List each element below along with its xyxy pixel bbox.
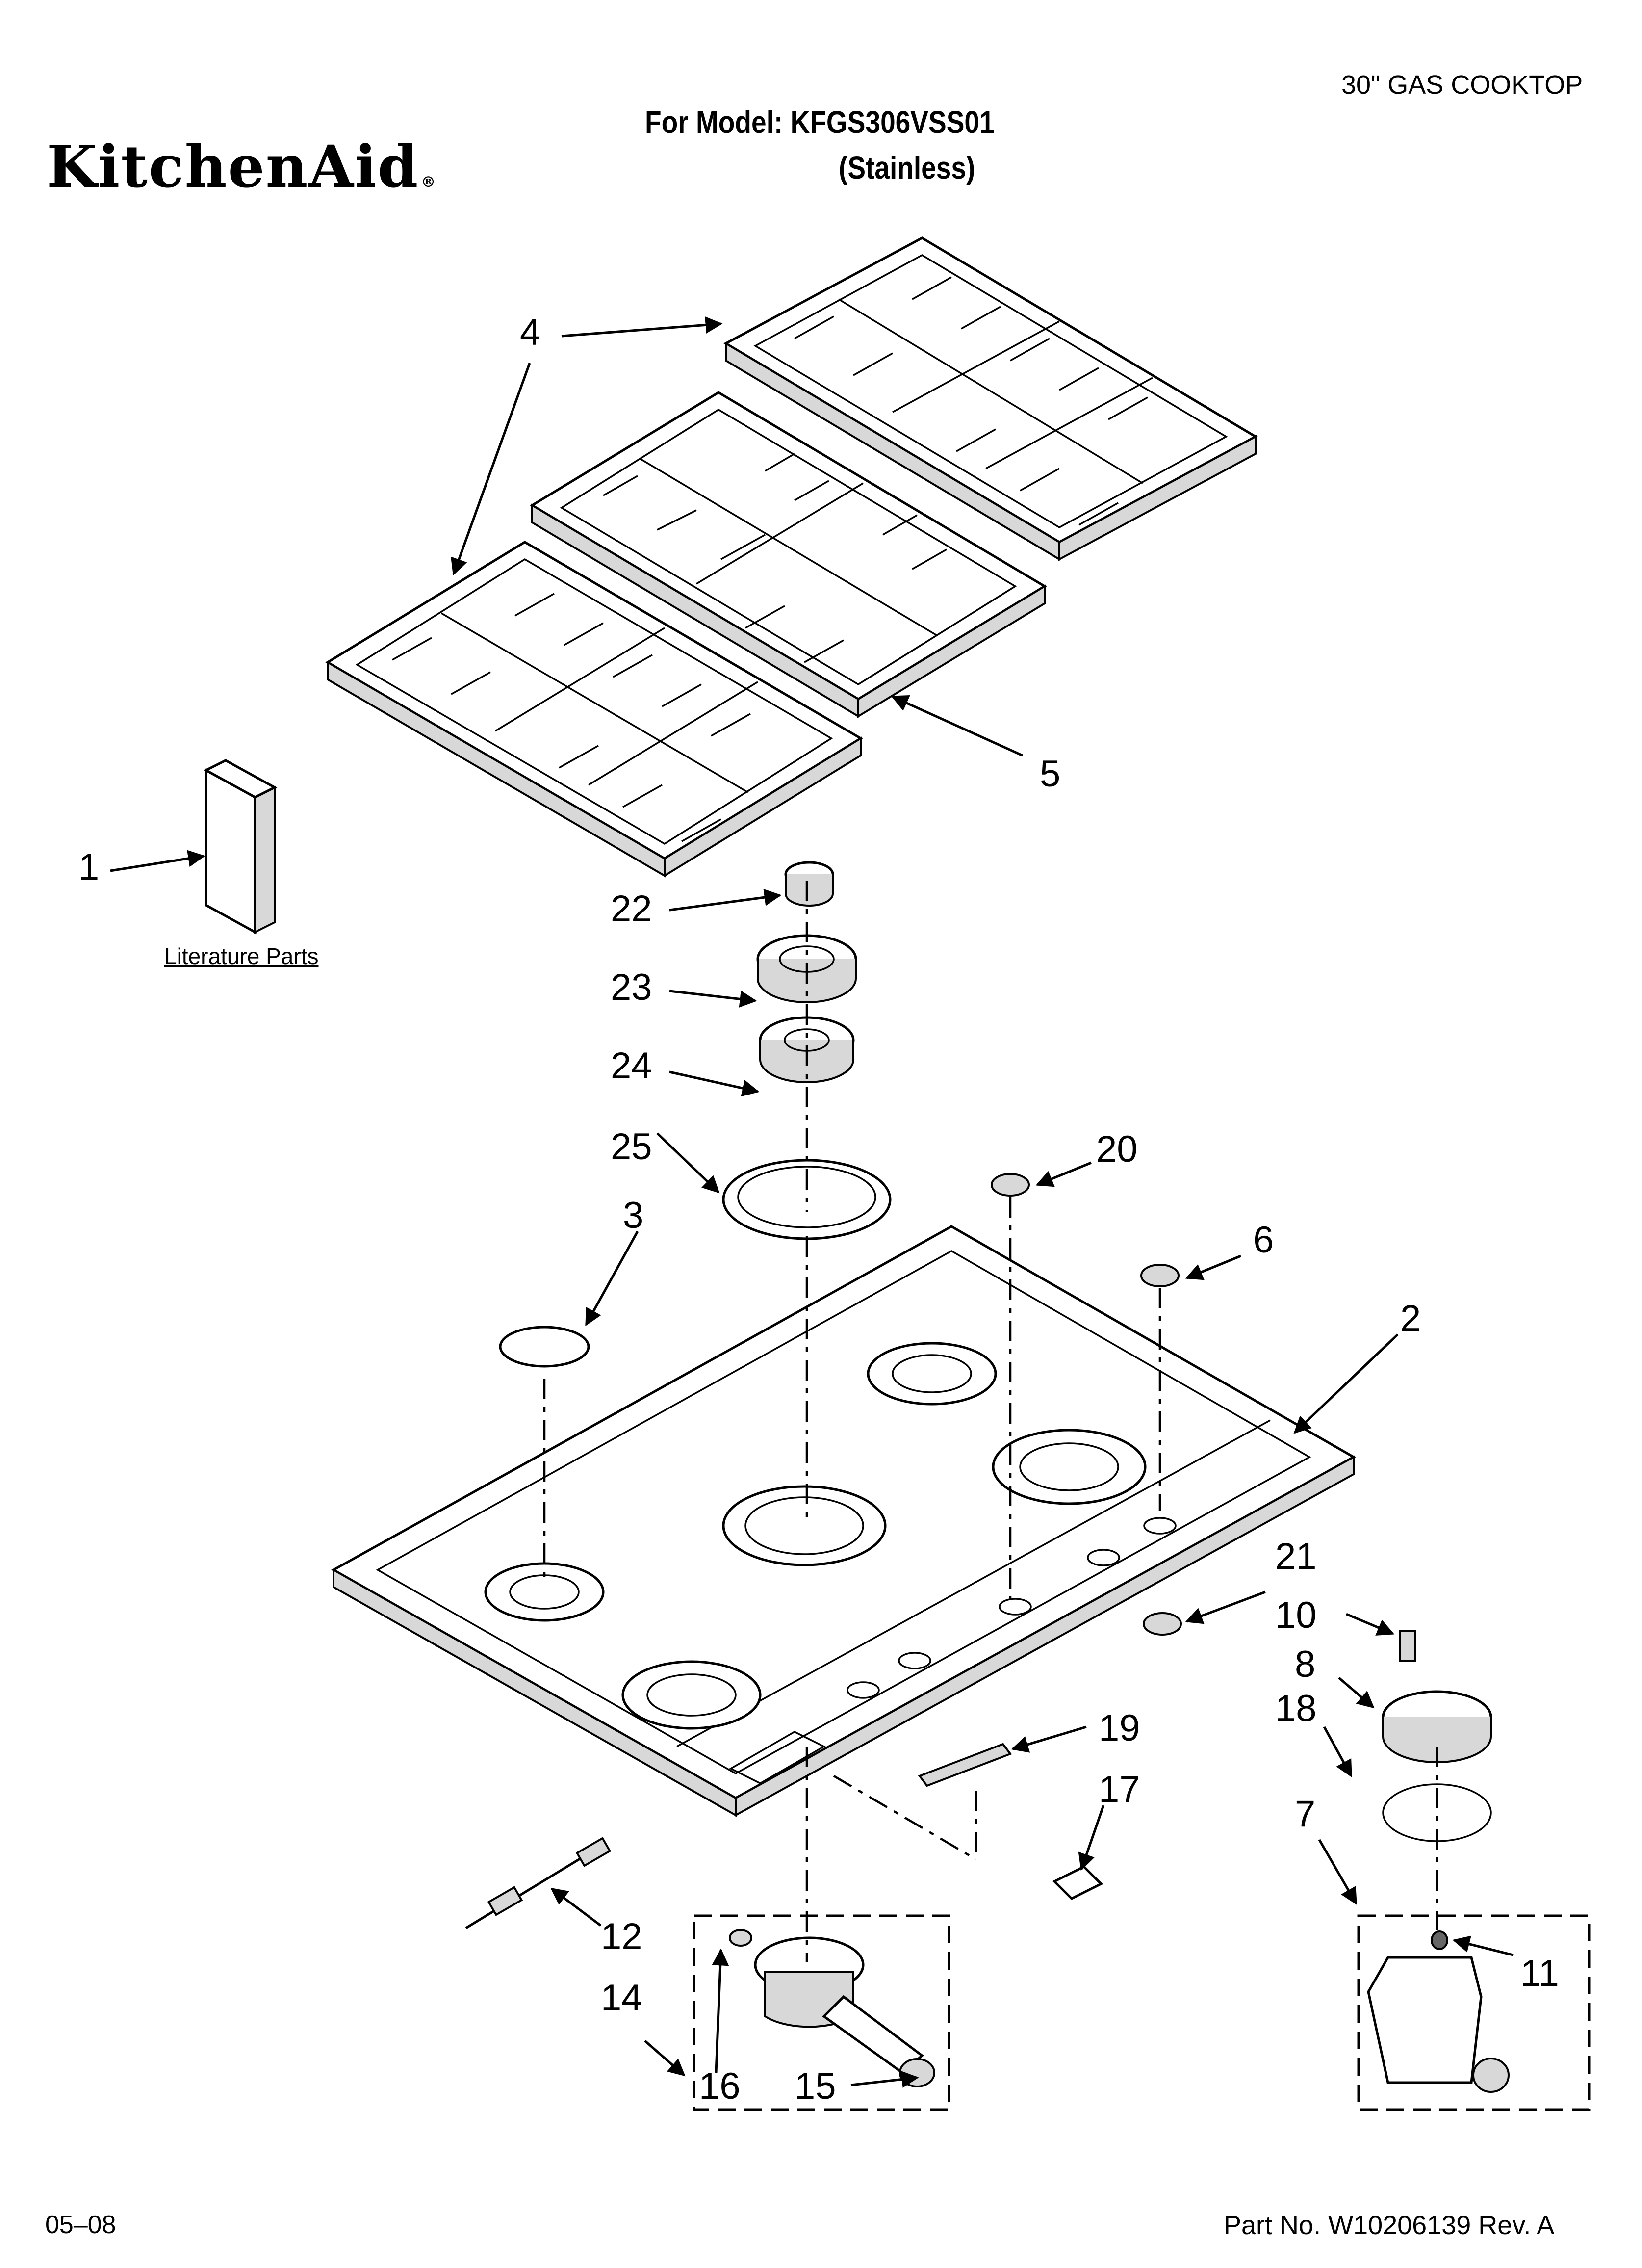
- callout-21: 21: [1275, 1536, 1317, 1577]
- registered-mark: ®: [421, 174, 437, 191]
- model-line: For Model: KFGS306VSS01: [645, 104, 995, 140]
- literature-parts-label: Literature Parts: [164, 943, 319, 969]
- cap-6: [1140, 1264, 1180, 1287]
- callout-24: 24: [611, 1045, 652, 1087]
- callout-23: 23: [611, 966, 652, 1008]
- assembly-box-7: [1357, 1914, 1591, 2111]
- screw-10: [1399, 1630, 1416, 1662]
- igniter-electrode-12: [465, 1837, 612, 1929]
- callout-5: 5: [1040, 753, 1061, 795]
- valve-assembly-left: [729, 1929, 935, 2087]
- cooktop: [331, 1225, 1357, 1817]
- callout-11: 11: [1520, 1953, 1559, 1994]
- callout-19: 19: [1099, 1707, 1140, 1749]
- grate-left: [325, 541, 863, 878]
- callout-15: 15: [795, 2065, 836, 2107]
- callout-1: 1: [78, 846, 100, 888]
- callout-22: 22: [611, 888, 652, 930]
- nameplate-19: [918, 1743, 1012, 1787]
- grate-right: [723, 236, 1258, 561]
- callout-3: 3: [623, 1195, 644, 1236]
- brand-name: KitchenAid: [47, 132, 419, 201]
- product-title: 30" GAS COOKTOP: [1341, 70, 1583, 100]
- grommet-21: [1143, 1612, 1182, 1636]
- callout-14: 14: [601, 1977, 642, 2019]
- centerlines: [543, 881, 1438, 1962]
- literature-booklet: [203, 759, 278, 935]
- callout-7: 7: [1295, 1793, 1316, 1835]
- clip-17: [1052, 1865, 1103, 1901]
- callout-2: 2: [1400, 1298, 1421, 1339]
- callout-10: 10: [1275, 1594, 1317, 1636]
- leader-lines: [110, 316, 1514, 2088]
- valve-assembly-right: [1367, 1930, 1510, 2093]
- callout-16: 16: [699, 2065, 741, 2107]
- callout-18: 18: [1275, 1688, 1317, 1729]
- footer-part-number: Part No. W10206139 Rev. A: [1224, 2211, 1555, 2240]
- model-variant: (Stainless): [839, 150, 975, 185]
- callout-8: 8: [1295, 1643, 1316, 1685]
- cap-20: [991, 1173, 1030, 1197]
- brand-logo: KitchenAid®: [47, 132, 436, 201]
- callout-12: 12: [601, 1916, 642, 1957]
- callout-6: 6: [1253, 1219, 1274, 1261]
- cap-3: [499, 1326, 590, 1368]
- callout-17: 17: [1099, 1769, 1140, 1810]
- callout-20: 20: [1096, 1128, 1138, 1170]
- footer-date: 05–08: [45, 2211, 116, 2239]
- assembly-box-14: [693, 1914, 950, 2111]
- grate-center: [530, 391, 1047, 718]
- callout-25: 25: [611, 1126, 652, 1168]
- callout-4-top: 4: [520, 312, 541, 353]
- burner-base-8: [1382, 1690, 1492, 1763]
